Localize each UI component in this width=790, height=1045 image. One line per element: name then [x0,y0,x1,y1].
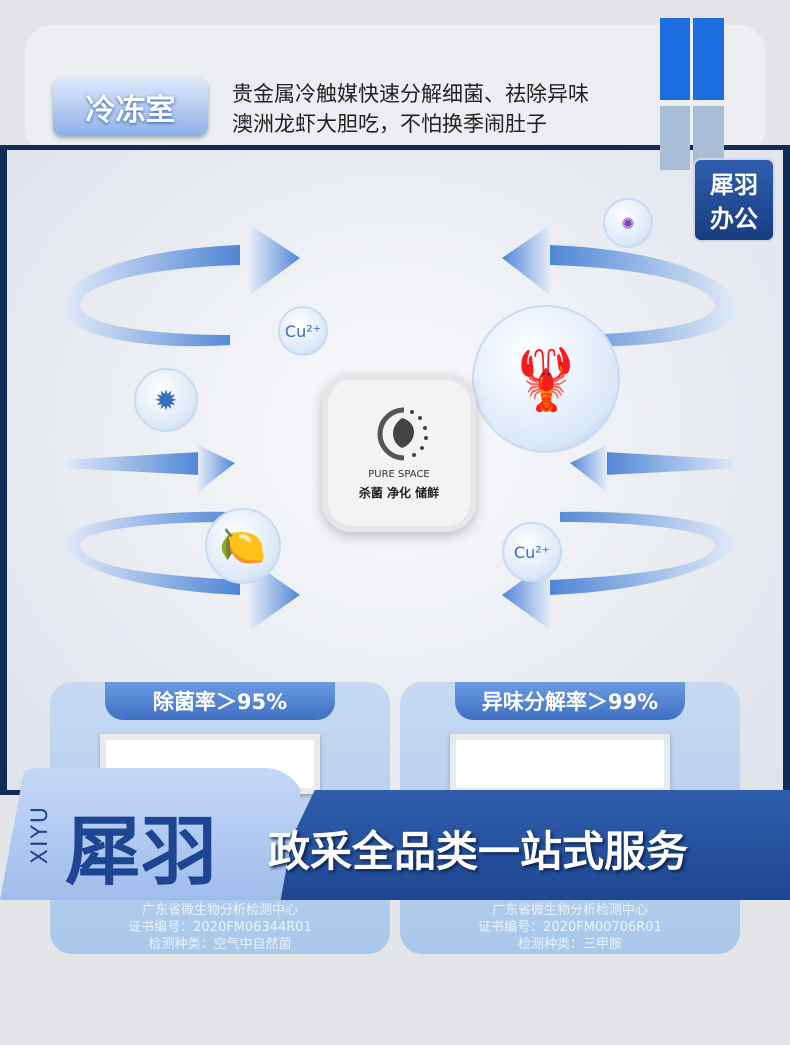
card-cert-number: 证书编号：2020FM06344R01 [128,920,312,935]
card-org: 广东省微生物分析检测中心 [491,903,648,918]
leaf-logo-icon [377,407,428,461]
device-brand: PURE SPACE [368,469,430,480]
header-line-2: 澳洲龙虾大胆吃，不怕换季闹肚子 [232,112,547,136]
certificate-image [450,734,670,794]
brand-latin: XIYU [28,805,53,865]
card-test-type: 检测种类：空气中自然菌 [148,937,292,952]
badge-line-2: 办公 [710,205,758,233]
virus-bubble-icon: ✺ [603,198,653,248]
card-org: 广东省微生物分析检测中心 [141,903,298,918]
pure-space-device: PURE SPACE 杀菌 净化 储鲜 [322,374,476,532]
card-test-type: 检测种类：三甲胺 [517,937,622,952]
badge-line-1: 犀羽 [710,171,758,199]
lemon-bubble-icon: 🍋 [205,508,281,584]
arrow-left-top [61,225,300,347]
compartment-label: 冷冻室 [53,78,208,136]
arrow-right-mid [570,445,740,492]
banner-bar [262,790,790,900]
copper-ion-bubble: Cu²⁺ [502,522,562,582]
card-label: 异味分解率＞99% [455,682,685,720]
header-line-1: 贵金属冷触媒快速分解细菌、祛除异味 [232,82,589,106]
arrow-left-mid [62,445,235,492]
brand-logo-text: 犀羽 [65,807,217,896]
copper-ion-bubble: Cu²⁺ [278,306,328,356]
brand-badge: 犀羽办公 [693,158,775,242]
airflow-arrows [61,225,740,630]
card-cert-number: 证书编号：2020FM00706R01 [478,920,662,935]
arrow-right-top [502,225,738,347]
fridge-icon [660,18,724,170]
banner-slogan: 政采全品类一站式服务 [268,827,689,876]
card-label: 除菌率＞95% [105,682,335,720]
bacteria-bubble-icon: ✹ [134,368,198,432]
banner-brand-tab [0,768,305,900]
device-features: 杀菌 净化 储鲜 [358,486,440,500]
lobster-bubble-icon: 🦞 [472,305,620,453]
